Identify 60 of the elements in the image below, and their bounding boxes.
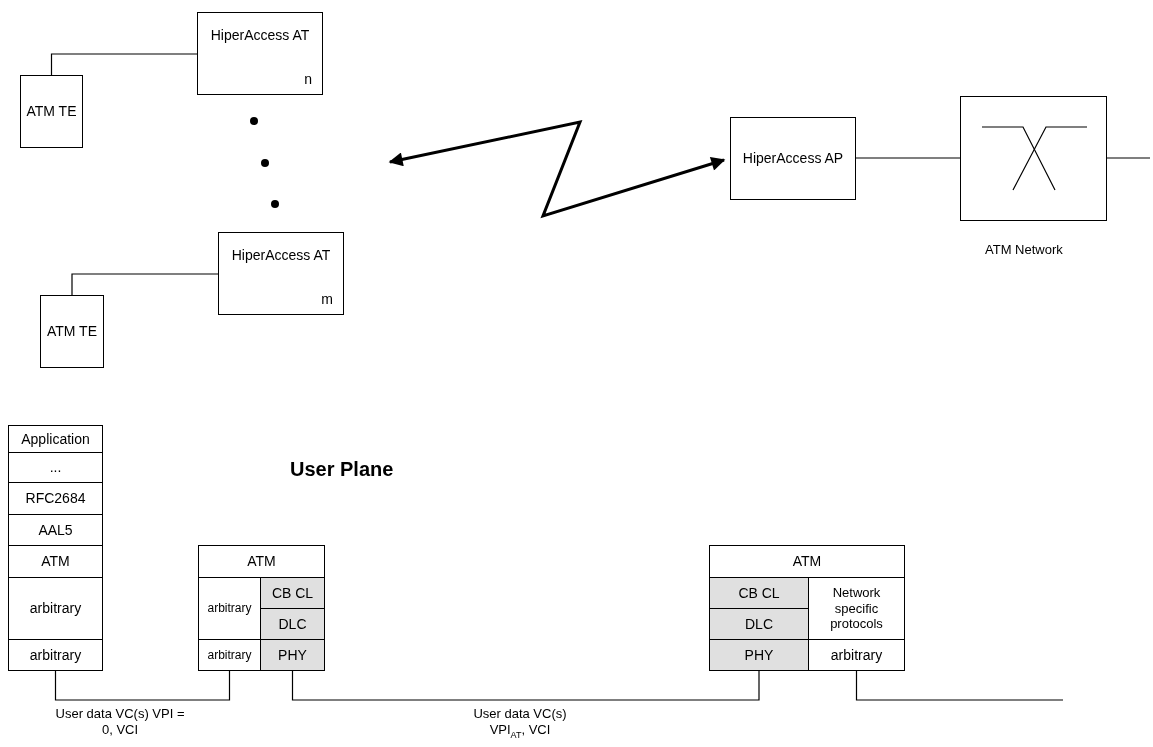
node-label: Network specific protocols [829, 585, 884, 632]
node-label: HiperAccess AT [210, 27, 310, 44]
node-label: CB CL [270, 584, 315, 602]
protocol-layer-cell [709, 545, 905, 578]
node-label: arbitrary [206, 601, 253, 616]
device-box [218, 232, 344, 315]
protocol-layer-cell [709, 639, 809, 671]
connector-line [71, 273, 219, 296]
node-label: RFC2684 [24, 490, 87, 507]
plane-title: User Plane [290, 458, 394, 481]
node-label: HiperAccess AP [741, 150, 845, 167]
node-index: m [321, 291, 333, 308]
radio-link-arrow [388, 119, 726, 219]
node-label: ATM [246, 553, 277, 570]
node-label: arbitrary [28, 646, 83, 664]
protocol-layer-cell [8, 545, 103, 578]
node-label: DLC [277, 615, 308, 633]
connector-line [54, 670, 231, 701]
node-label: PHY [277, 646, 308, 664]
protocol-layer-cell [260, 577, 325, 609]
switch-box [960, 96, 1107, 221]
node-label: Application [20, 430, 91, 448]
connector-line [855, 670, 1064, 701]
protocol-layer-cell [198, 639, 261, 671]
protocol-layer-cell [709, 608, 809, 640]
node-label: ATM [40, 553, 71, 570]
device-box [40, 295, 104, 368]
protocol-layer-cell [808, 639, 905, 671]
protocol-layer-cell [709, 577, 809, 609]
device-box [20, 75, 83, 148]
connector-line [291, 670, 760, 701]
protocol-layer-cell [8, 452, 103, 483]
device-box [197, 12, 323, 95]
node-caption: ATM Network [985, 242, 1063, 257]
protocol-layer-cell [8, 425, 103, 453]
node-label: arbitrary [206, 647, 253, 663]
connector-line [50, 53, 198, 76]
protocol-layer-cell [198, 545, 325, 578]
node-label: arbitrary [28, 600, 83, 617]
protocol-layer-cell [8, 514, 103, 546]
node-label: PHY [743, 646, 775, 664]
protocol-layer-cell [8, 577, 103, 640]
edge-label: User data VC(s) VPI = 0, VCI [55, 706, 185, 738]
connector-line [1106, 157, 1151, 159]
connector-line [855, 157, 961, 159]
protocol-layer-cell [260, 608, 325, 640]
node-label: ATM TE [45, 323, 98, 340]
node-label: ATM TE [25, 103, 78, 120]
protocol-layer-cell [8, 482, 103, 515]
node-label: ATM [791, 553, 823, 570]
node-label: arbitrary [829, 646, 884, 664]
device-box [730, 117, 856, 200]
protocol-layer-cell [260, 639, 325, 671]
node-label: CB CL [737, 584, 781, 602]
node-label: AAL5 [37, 521, 74, 539]
node-index: n [304, 71, 312, 88]
node-label: DLC [744, 615, 774, 633]
protocol-layer-cell [8, 639, 103, 671]
node-label: HiperAccess AT [231, 247, 331, 264]
node-label: ... [48, 459, 63, 476]
